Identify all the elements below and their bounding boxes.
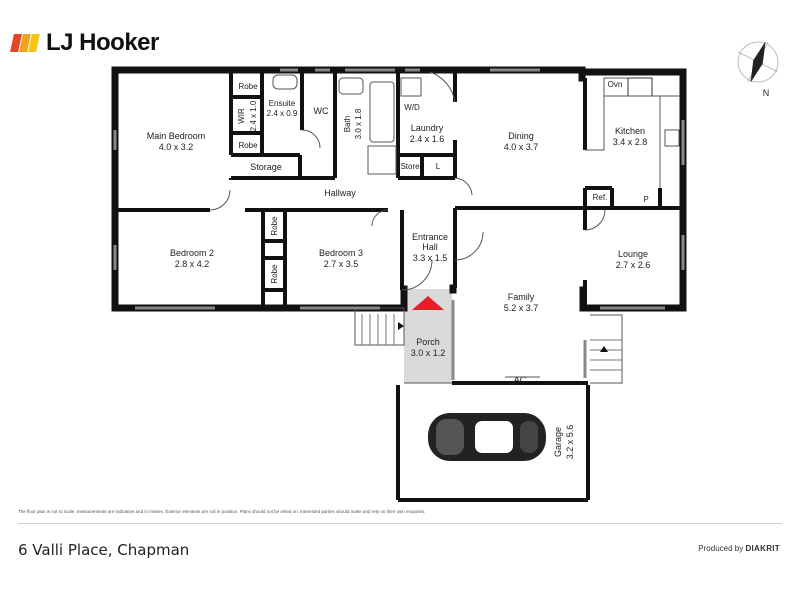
entry-marker-icon: [412, 296, 444, 310]
room-family-name: Family: [508, 292, 535, 302]
room-family-dims: 5.2 x 3.7: [504, 303, 539, 313]
room-wc-name: WC: [314, 106, 329, 116]
room-wir-name: WIR: [237, 108, 246, 124]
fixtures: [209, 71, 680, 384]
room-hallway-name: Hallway: [324, 188, 356, 198]
car-icon: [428, 413, 546, 461]
room-dining-name: Dining: [508, 131, 534, 141]
room-bedroom3-dims: 2.7 x 3.5: [324, 259, 359, 269]
step-arrow-icon: [600, 346, 608, 352]
room-entrance-name: Entrance: [412, 232, 448, 242]
produced-by-label: Produced by: [698, 544, 744, 553]
room-ensuite-name: Ensuite: [269, 99, 296, 108]
room-robe-b3a-name: Robe: [270, 216, 279, 236]
room-main-bedroom-name: Main Bedroom: [147, 131, 206, 141]
produced-by: Produced by DIAKRIT: [698, 544, 780, 553]
room-p-name: P: [643, 195, 648, 204]
compass-label: N: [763, 88, 770, 98]
room-laundry-dims: 2.4 x 1.6: [410, 134, 445, 144]
room-bath-dims: 3.0 x 1.8: [354, 108, 363, 139]
room-porch-dims: 3.0 x 1.2: [411, 348, 446, 358]
disclaimer-text: The floor plan is not to scale, measurem…: [18, 509, 426, 514]
room-entrance-name-2: Hall: [422, 242, 438, 252]
room-lounge-dims: 2.7 x 2.6: [616, 260, 651, 270]
room-bedroom2-dims: 2.8 x 4.2: [175, 259, 210, 269]
brand-name: LJ Hooker: [46, 29, 159, 56]
room-l-name: L: [436, 162, 441, 171]
steps: [361, 314, 622, 371]
room-ac-name: AC: [514, 375, 527, 385]
room-robe-top-name: Robe: [238, 82, 258, 91]
room-store-name: Store: [400, 162, 420, 171]
room-ensuite-dims: 2.4 x 0.9: [267, 109, 298, 118]
producer-name: DIAKRIT: [745, 544, 780, 553]
compass-icon: [737, 41, 779, 83]
room-dining-dims: 4.0 x 3.7: [504, 142, 539, 152]
room-ovn-name: Ovn: [608, 80, 623, 89]
room-robe-bottom-name: Robe: [238, 141, 258, 150]
room-wd-name: W/D: [404, 103, 420, 112]
property-address: 6 Valli Place, Chapman: [18, 541, 190, 559]
room-bedroom3-name: Bedroom 3: [319, 248, 363, 258]
room-bath-name: Bath: [343, 116, 352, 132]
room-porch-name: Porch: [416, 337, 440, 347]
footer-divider: [18, 523, 782, 524]
room-entrance-dims: 3.3 x 1.5: [413, 253, 448, 263]
room-laundry-name: Laundry: [411, 123, 444, 133]
room-kitchen-name: Kitchen: [615, 126, 645, 136]
room-wir-dims: 2.4 x 1.0: [249, 100, 258, 131]
brand-logo: LJ Hooker: [10, 28, 159, 58]
interior-walls: [115, 72, 683, 502]
room-kitchen-dims: 3.4 x 2.8: [613, 137, 648, 147]
room-garage-dims: 3.2 x 5.6: [565, 425, 575, 460]
windows: [113, 68, 685, 380]
room-ref-name: Ref.: [593, 193, 608, 202]
room-storage-name: Storage: [250, 162, 282, 172]
room-lounge-name: Lounge: [618, 249, 648, 259]
room-robe-b3b-name: Robe: [270, 264, 279, 284]
room-main-bedroom-dims: 4.0 x 3.2: [159, 142, 194, 152]
room-garage-name: Garage: [553, 427, 563, 457]
room-bedroom2-name: Bedroom 2: [170, 248, 214, 258]
step-arrow-icon: [398, 322, 404, 330]
